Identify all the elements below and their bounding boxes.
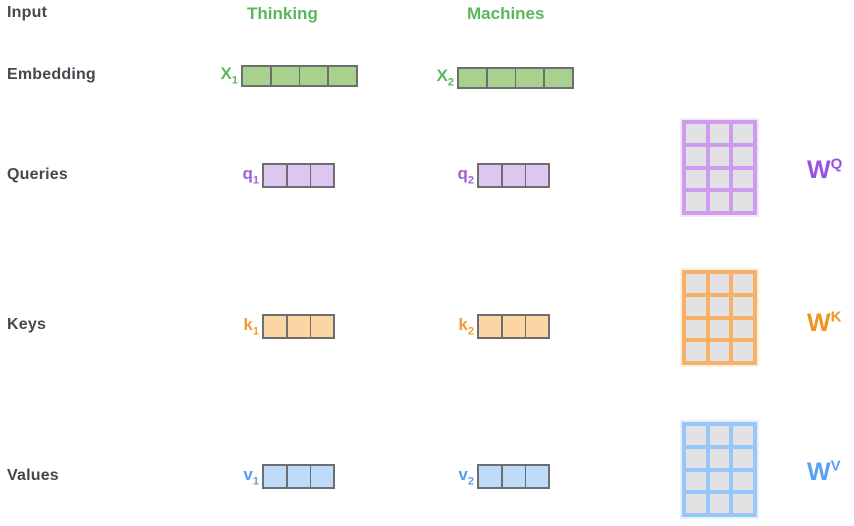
matrix-cell [733, 471, 753, 491]
vector-cell [526, 165, 548, 186]
matrix-cell [686, 169, 706, 189]
vector-cell [479, 316, 501, 337]
vector-cells-x2 [457, 67, 574, 89]
matrix-cell [686, 448, 706, 468]
vector-cell [287, 316, 310, 337]
vector-cell [264, 165, 286, 186]
matrix-cell [709, 296, 730, 316]
matrix-cell [686, 146, 706, 166]
row-label-queries: Queries [7, 166, 68, 183]
vector-label-v1: v1 [243, 464, 259, 488]
vector-cell [264, 466, 286, 487]
matrix-cell [733, 448, 753, 468]
matrix-cell [686, 124, 706, 143]
vector-cell [544, 69, 572, 87]
matrix-cell [686, 319, 706, 339]
vector-cell [502, 165, 525, 186]
matrix-label-wk: WK [807, 308, 842, 337]
vector-cell [311, 316, 333, 337]
matrix-cell [709, 146, 730, 166]
matrix-cell [733, 342, 753, 361]
matrix-cell [733, 146, 753, 166]
matrix-cell [733, 274, 753, 293]
vector-cell [311, 165, 333, 186]
vector-cell [328, 67, 356, 85]
vector-cell [243, 67, 270, 85]
vector-cells-x1 [241, 65, 358, 87]
vector-cell [300, 67, 327, 85]
vector-cell [479, 466, 501, 487]
row-label-values: Values [7, 467, 59, 484]
embedding-vector-x1: X1 [212, 65, 358, 87]
matrix-cell [709, 494, 730, 513]
vector-label-k1: k1 [243, 314, 259, 338]
key-vector-k2: k2 [450, 314, 550, 339]
vector-cells-v1 [262, 464, 335, 489]
vector-cells-k2 [477, 314, 550, 339]
vector-cells-k1 [262, 314, 335, 339]
vector-cell [479, 165, 501, 186]
vector-cell [311, 466, 333, 487]
matrix-cell [733, 494, 753, 513]
vector-cell [264, 316, 286, 337]
query-vector-q2: q2 [450, 163, 550, 188]
matrix-cell [686, 274, 706, 293]
matrix-label-wv: WV [807, 457, 841, 486]
vector-cell [271, 67, 299, 85]
vector-label-x1: X1 [220, 64, 238, 87]
matrix-cell [733, 319, 753, 339]
matrix-cell [686, 494, 706, 513]
matrix-cell [733, 169, 753, 189]
matrix-cell [709, 471, 730, 491]
matrix-cell [709, 448, 730, 468]
embedding-vector-x2: X2 [428, 67, 574, 89]
vector-cell [502, 316, 525, 337]
row-label-embedding: Embedding [7, 66, 96, 83]
matrix-cell [709, 426, 730, 445]
vector-label-v2: v2 [458, 464, 474, 488]
weight-matrix-wv [682, 422, 757, 517]
matrix-cell [733, 192, 753, 211]
matrix-cell [709, 124, 730, 143]
input-word-thinking: Thinking [247, 4, 318, 23]
vector-cells-q2 [477, 163, 550, 188]
matrix-cell [733, 296, 753, 316]
matrix-cell [733, 124, 753, 143]
matrix-cell [709, 192, 730, 211]
vector-label-q1: q1 [242, 163, 259, 187]
matrix-cell [686, 192, 706, 211]
value-vector-v1: v1 [235, 464, 335, 489]
vector-cell [287, 165, 310, 186]
value-vector-v2: v2 [450, 464, 550, 489]
vector-cells-v2 [477, 464, 550, 489]
matrix-cell [686, 296, 706, 316]
vector-cells-q1 [262, 163, 335, 188]
vector-cell [526, 466, 548, 487]
query-vector-q1: q1 [235, 163, 335, 188]
matrix-cell [709, 342, 730, 361]
row-label-input: Input [7, 4, 48, 21]
row-label-keys: Keys [7, 316, 47, 333]
matrix-cell [709, 169, 730, 189]
vector-label-q2: q2 [457, 163, 474, 187]
matrix-cell [709, 274, 730, 293]
weight-matrix-wk [682, 270, 757, 365]
vector-label-k2: k2 [458, 314, 474, 338]
input-word-machines: Machines [467, 4, 545, 23]
vector-label-x2: X2 [436, 66, 454, 89]
matrix-cell [686, 342, 706, 361]
vector-cell [287, 466, 310, 487]
weight-matrix-wq [682, 120, 757, 215]
vector-cell [502, 466, 525, 487]
matrix-cell [709, 319, 730, 339]
vector-cell [487, 69, 515, 87]
vector-cell [526, 316, 548, 337]
matrix-cell [686, 471, 706, 491]
key-vector-k1: k1 [235, 314, 335, 339]
matrix-cell [733, 426, 753, 445]
vector-cell [459, 69, 486, 87]
vector-cell [516, 69, 543, 87]
matrix-cell [686, 426, 706, 445]
matrix-label-wq: WQ [807, 155, 843, 184]
